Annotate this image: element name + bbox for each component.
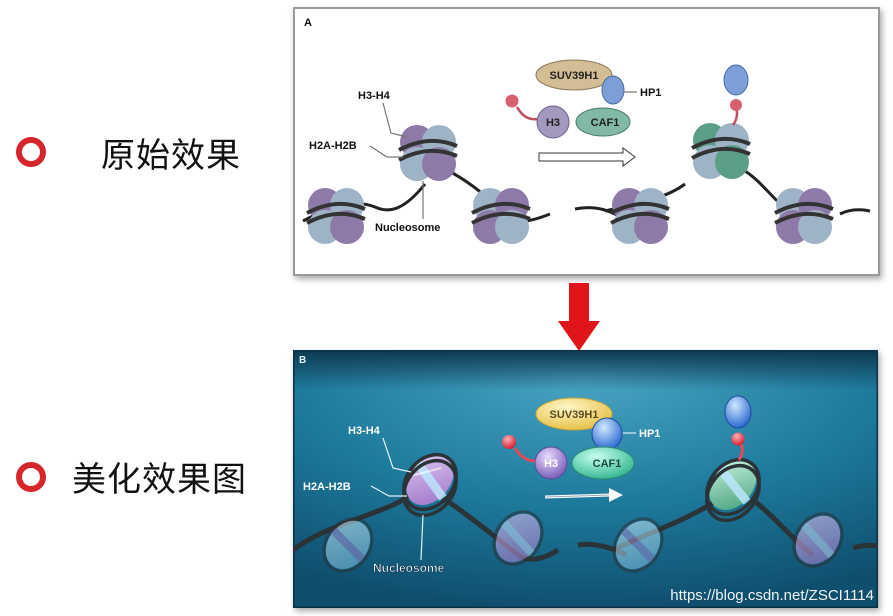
nucleosome-left-after [612, 517, 664, 573]
circle-bullet-icon [16, 462, 46, 492]
panel-letter: A [304, 17, 312, 29]
nucleosome-left-after [610, 188, 670, 244]
label-h2a-h2b: H2A-H2B [309, 140, 357, 152]
label-hp1: HP1 [639, 428, 660, 440]
row-label-beautified: 美化效果图 [72, 460, 247, 500]
protein-complex: SUV39H1 HP1 CAF1 H3 [502, 397, 660, 480]
nucleosome-modified [691, 64, 751, 179]
label-caf1: CAF1 [591, 117, 620, 129]
panel-b-beautified-figure: B H3-H4 H2A-H2B [293, 350, 878, 608]
nucleosome-center [398, 125, 458, 181]
label-suv39h1: SUV39H1 [550, 70, 599, 82]
panel-letter: B [299, 355, 306, 366]
label-hp1: HP1 [640, 87, 661, 99]
circle-bullet-icon [16, 137, 46, 167]
nucleosome-right-after [774, 188, 834, 244]
nucleosome-right-after [792, 512, 844, 568]
label-caf1: CAF1 [593, 458, 622, 470]
panel-a-original-figure: A [293, 7, 880, 276]
nucleosome-left [306, 188, 366, 244]
panel-b-diagram: B H3-H4 H2A-H2B [293, 350, 878, 608]
protein-complex: SUV39H1 HP1 CAF1 H3 [505, 59, 661, 139]
nucleosome-center [402, 452, 458, 518]
process-arrow-icon [538, 147, 636, 167]
label-h3: H3 [546, 117, 560, 129]
label-suv39h1: SUV39H1 [550, 409, 599, 421]
process-arrow-icon [544, 488, 623, 502]
nucleosome-modified [705, 395, 761, 523]
label-nucleosome: Nucleosome [375, 222, 440, 234]
watermark-text: https://blog.csdn.net/ZSCI1114 [670, 587, 874, 604]
down-arrow-icon [558, 283, 600, 351]
nucleosome-right [492, 510, 544, 566]
label-h2a-h2b: H2A-H2B [303, 481, 351, 493]
label-h3-h4: H3-H4 [358, 90, 391, 102]
panel-a-diagram: A [302, 17, 871, 244]
label-h3: H3 [544, 458, 558, 470]
nucleosome-right [471, 188, 531, 244]
nucleosome-left [322, 517, 374, 573]
label-h3-h4: H3-H4 [348, 425, 381, 437]
label-nucleosome: Nucleosome [373, 561, 445, 575]
row-label-original: 原始效果 [101, 136, 241, 176]
